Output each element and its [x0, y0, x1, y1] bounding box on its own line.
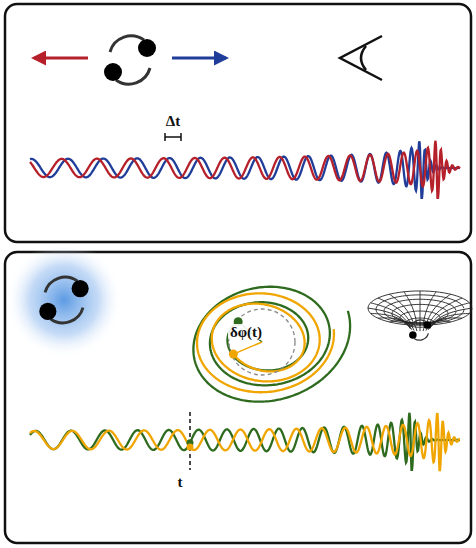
- phase-shift-label: δφ(t): [228, 324, 264, 341]
- orange-waveform: [30, 414, 460, 470]
- spacetime-mesh: [368, 291, 472, 340]
- red-arrow: [34, 57, 88, 60]
- binary-icon: [409, 320, 431, 340]
- green-waveform: [30, 413, 460, 470]
- red-waveform: [30, 141, 460, 198]
- environment-glow: [6, 242, 122, 358]
- orange-orbit: [197, 293, 334, 392]
- orange-sample: [187, 444, 194, 451]
- panel: [5, 4, 471, 242]
- time-offset-bracket: [165, 133, 181, 141]
- green-orbit: [193, 287, 350, 402]
- blue-arrow: [172, 57, 226, 60]
- time-offset-label: Δt: [164, 113, 182, 130]
- orange-body: [229, 350, 238, 359]
- binary-icon: [39, 277, 88, 323]
- phase-line: [233, 342, 262, 354]
- time-label: t: [176, 474, 185, 491]
- observer-eye: [340, 36, 382, 80]
- blue-waveform: [30, 141, 460, 198]
- binary-icon: [104, 36, 156, 84]
- reference-circle: [229, 309, 295, 375]
